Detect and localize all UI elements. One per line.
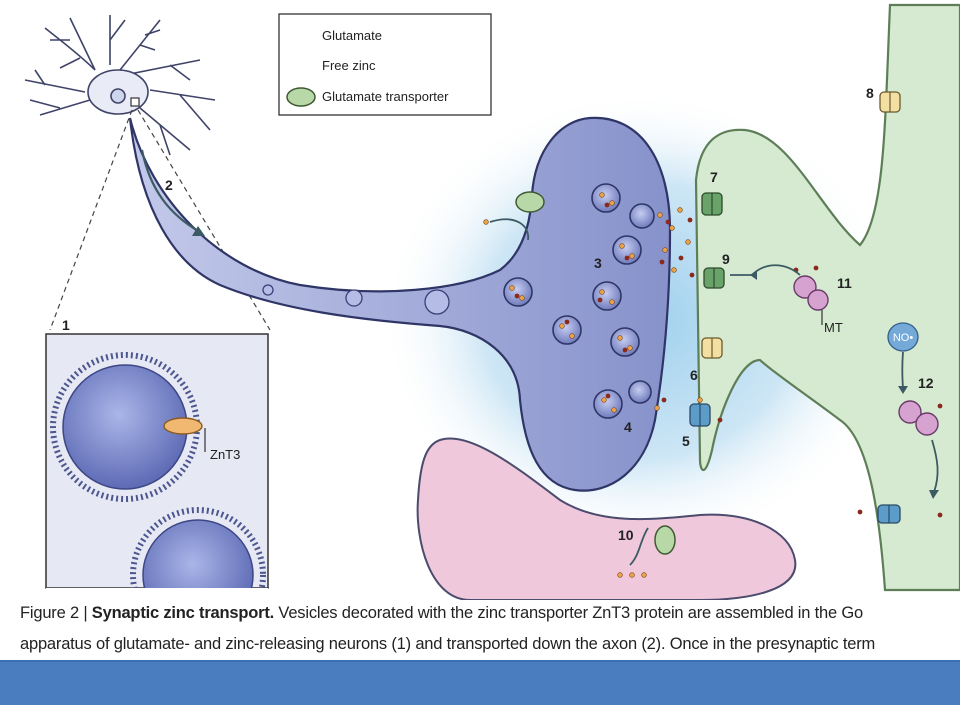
zinc-efflux-arrowhead [929,490,939,499]
legend-transporter-icon [286,87,316,107]
label-9: 9 [722,251,730,267]
label-1: 1 [62,317,70,333]
figure-caption-line-2: apparatus of glutamate- and zinc-releasi… [20,635,960,654]
label-4: 4 [624,419,632,435]
metallothionein [793,275,829,311]
glial-cell [416,437,797,600]
label-11: 11 [837,275,852,291]
figure-caption-line-1: Figure 2 | Synaptic zinc transport. Vesi… [20,604,960,623]
glial-uptake-arrow [629,527,649,566]
caption-line2-text: apparatus of glutamate- and zinc-releasi… [20,635,876,653]
label-12: 12 [918,375,934,391]
receptor-9 [703,267,725,289]
legend-transporter: Glutamate transporter [322,89,449,104]
neuron [24,15,216,156]
axon-transport-arrowhead [192,226,205,236]
mt-label: MT [824,320,843,335]
label-10: 10 [618,527,634,543]
caption-line1-text: Vesicles decorated with the zinc transpo… [274,604,863,622]
legend-free-zinc: Free zinc [322,58,376,73]
footer-bar [0,662,960,705]
receptor-7 [701,192,723,216]
label-3: 3 [594,255,602,271]
inset-clip [46,588,268,600]
caption-figure-number: Figure 2 | [20,604,92,622]
label-8: 8 [866,85,874,101]
label-2: 2 [165,177,173,193]
footer-rule [0,660,960,662]
receptor-5 [689,403,711,427]
no-label: NO• [893,332,914,344]
zinc-exporter [877,504,901,524]
synaptic-zinc-diagram: 1 2 3 4 5 6 7 8 9 10 11 12 ZnT3 MT NO• G… [24,3,960,600]
inset-vesicle-small [130,507,266,600]
no-arrow [901,351,904,389]
znt3-protein [163,417,203,435]
receptor-8 [879,91,901,113]
zinc-influx-arrowhead [750,270,757,280]
label-6: 6 [690,367,698,383]
zinc-efflux-arrow [931,439,939,493]
zoom-line-left [49,109,133,331]
transporter-uptake-arrow [489,218,529,241]
zinc-released-mt [898,400,939,436]
no-arrowhead [898,386,908,394]
receptor-6 [701,337,723,359]
nitric-oxide-bubble [887,322,919,352]
axon-vesicles [262,284,450,315]
znt3-label: ZnT3 [210,447,240,462]
caption-title: Synaptic zinc transport. [91,604,275,622]
label-7: 7 [710,169,718,185]
legend-glutamate: Glutamate [322,28,382,43]
axon-transport-arrow [140,149,201,233]
zoom-line-right [137,109,271,331]
label-5: 5 [682,433,690,449]
